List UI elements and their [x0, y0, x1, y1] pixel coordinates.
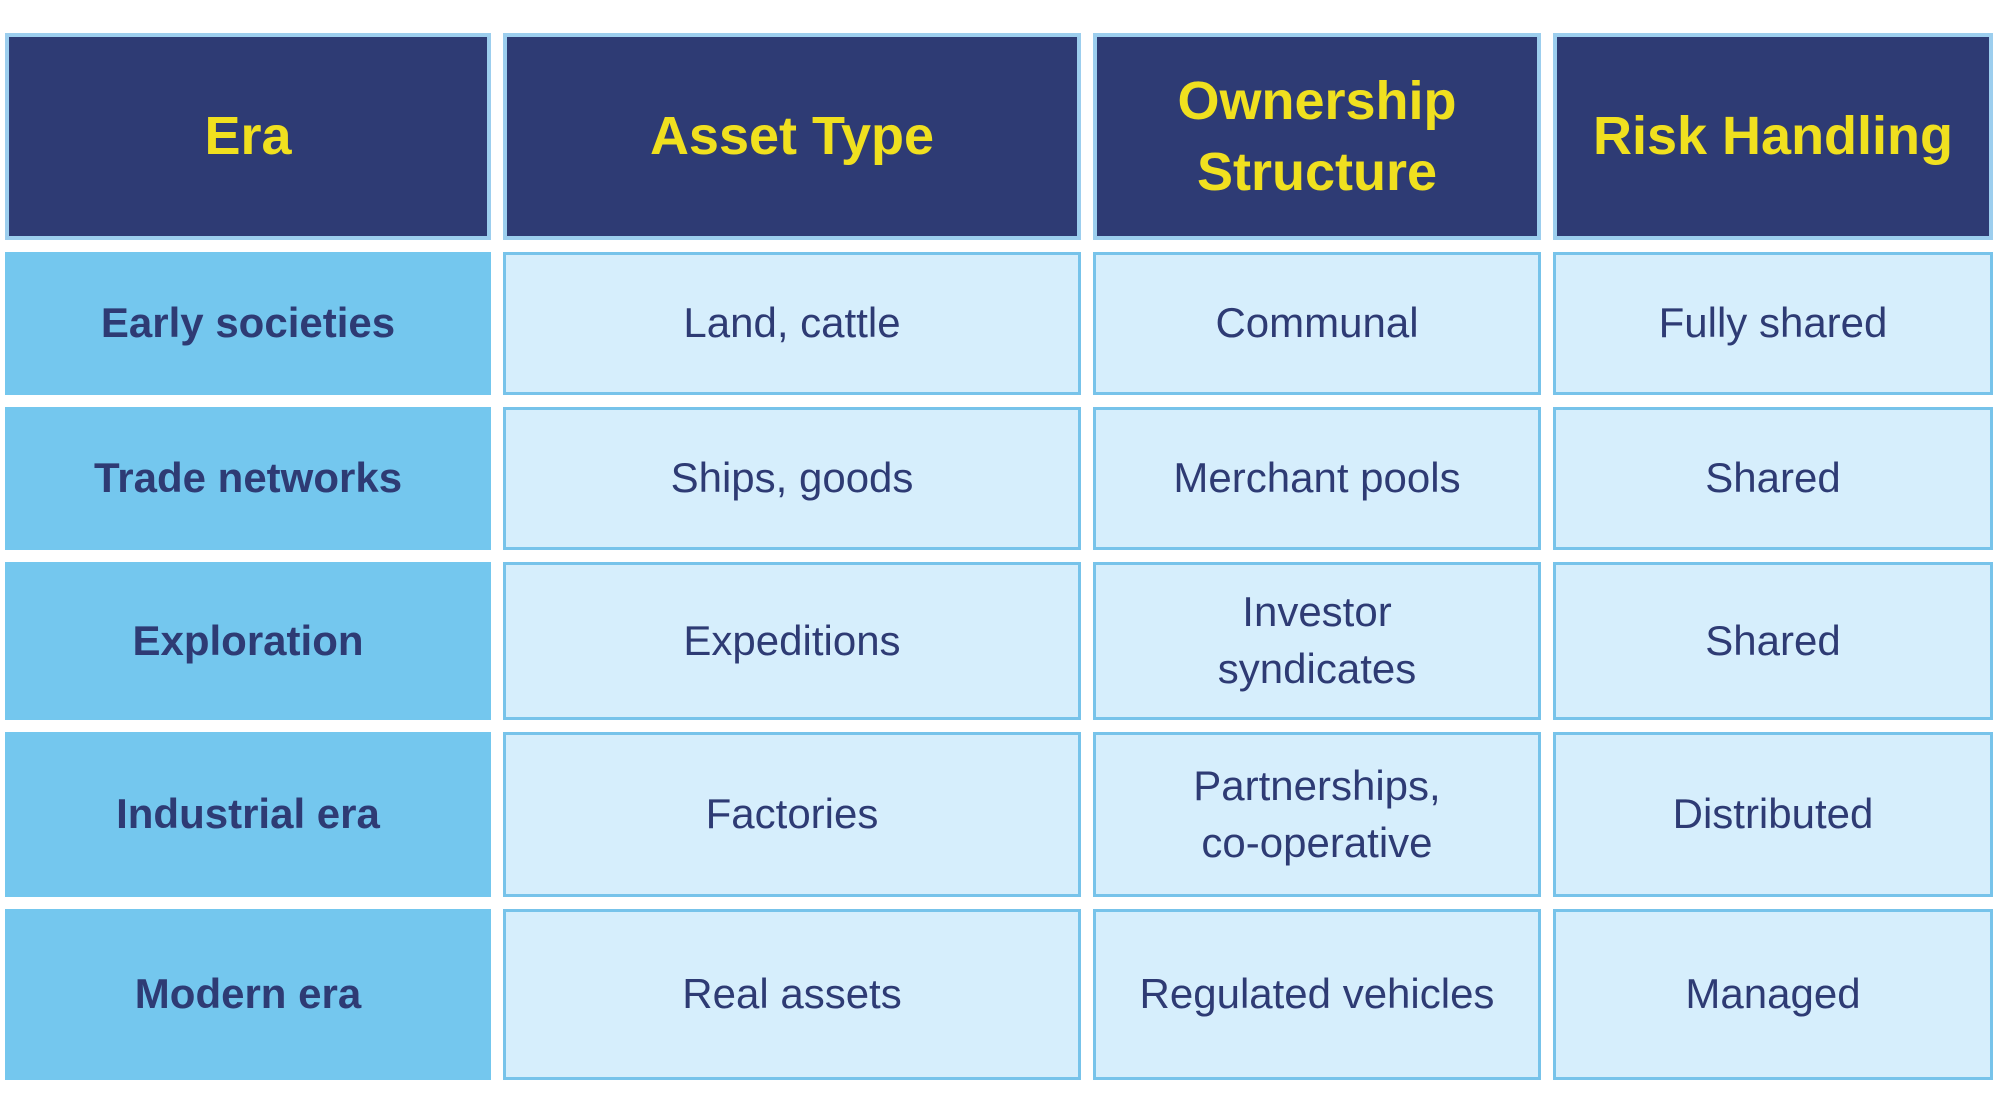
- table-cell: Communal: [1093, 252, 1541, 395]
- table-cell: Partnerships, co-operative: [1093, 732, 1541, 897]
- table-cell: Regulated vehicles: [1093, 909, 1541, 1080]
- table-cell: Investor syndicates: [1093, 562, 1541, 720]
- table-cell: Factories: [503, 732, 1081, 897]
- row-label-early-societies: Early societies: [5, 252, 491, 395]
- column-header-era: Era: [5, 33, 491, 240]
- table-cell: Land, cattle: [503, 252, 1081, 395]
- table-cell: Real assets: [503, 909, 1081, 1080]
- row-label-trade-networks: Trade networks: [5, 407, 491, 550]
- table-cell: Shared: [1553, 562, 1993, 720]
- table-cell: Distributed: [1553, 732, 1993, 897]
- table-cell: Expeditions: [503, 562, 1081, 720]
- column-header-asset-type: Asset Type: [503, 33, 1081, 240]
- column-header-risk-handling: Risk Handling: [1553, 33, 1993, 240]
- row-label-modern-era: Modern era: [5, 909, 491, 1080]
- table-cell: Fully shared: [1553, 252, 1993, 395]
- era-comparison-table: Era Asset Type Ownership Structure Risk …: [5, 33, 1993, 1082]
- column-header-ownership-structure: Ownership Structure: [1093, 33, 1541, 240]
- table-cell: Merchant pools: [1093, 407, 1541, 550]
- row-label-exploration: Exploration: [5, 562, 491, 720]
- row-label-industrial-era: Industrial era: [5, 732, 491, 897]
- table-cell: Managed: [1553, 909, 1993, 1080]
- table-cell: Shared: [1553, 407, 1993, 550]
- table-cell: Ships, goods: [503, 407, 1081, 550]
